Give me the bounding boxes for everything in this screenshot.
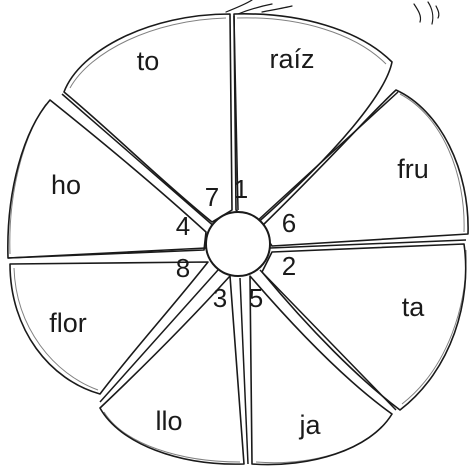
- number-6: 6: [282, 208, 296, 238]
- number-8: 8: [176, 253, 190, 283]
- number-5: 5: [249, 283, 263, 313]
- syllable-ja: ja: [298, 410, 321, 440]
- syllable-ho: ho: [51, 170, 81, 200]
- number-2: 2: [282, 251, 296, 281]
- syllable-fru: fru: [397, 154, 429, 184]
- number-1: 1: [234, 174, 248, 204]
- number-7: 7: [205, 182, 219, 212]
- center-hub: [206, 212, 270, 276]
- syllable-llo: llo: [155, 406, 182, 436]
- number-3: 3: [213, 283, 227, 313]
- syllable-ta: ta: [402, 292, 426, 322]
- syllable-to: to: [137, 46, 160, 76]
- number-4: 4: [176, 211, 190, 241]
- syllable-raiz: raíz: [269, 44, 314, 74]
- syllable-flor: flor: [49, 308, 87, 338]
